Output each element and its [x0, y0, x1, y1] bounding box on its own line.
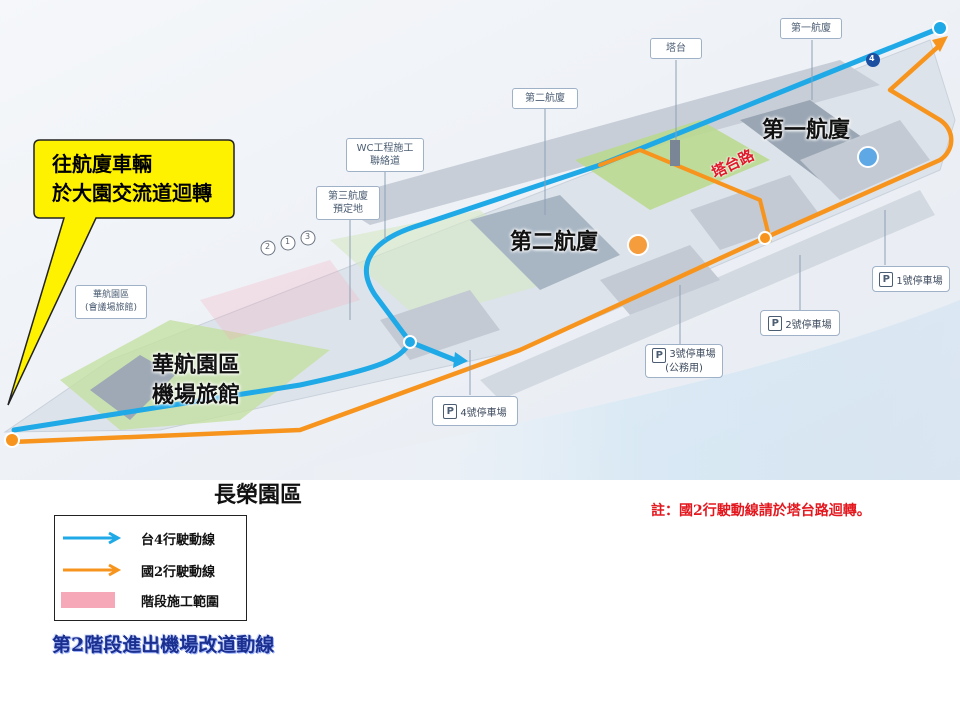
- terminal3-sign-line2: 預定地: [333, 204, 363, 215]
- ca-park-line2: 機場旅館: [152, 382, 241, 408]
- parking-2-label: 2號停車場: [785, 319, 832, 331]
- route-note: 註：國2行駛動線請於塔台路迴轉。: [651, 503, 871, 519]
- tower-icon: [670, 140, 680, 166]
- legend-construction-box: [61, 592, 115, 608]
- ca-hotel-building: [90, 355, 175, 420]
- terminal2-building: [470, 195, 620, 290]
- wc-sign-line2: 聯絡道: [370, 156, 400, 167]
- callout-text: 往航廈車輛 於大園交流道迴轉: [52, 150, 232, 208]
- highway-mark-2-icon: [260, 240, 276, 256]
- route-n2-node-tower: [758, 231, 772, 245]
- highway-mark-3-icon: [300, 230, 316, 246]
- terminal3-sign: 第三航廈 預定地: [316, 186, 380, 220]
- parking-1-sign: P 1號停車場: [872, 266, 950, 292]
- route-t4-mainline: [11, 339, 413, 433]
- legend-swatch-n2: [61, 563, 127, 577]
- parking-2-sign: P 2號停車場: [760, 310, 840, 336]
- legend-label-n2: 國2行駛動線: [141, 564, 216, 580]
- callout-line2: 於大園交流道迴轉: [52, 181, 212, 205]
- ca-park-line1: 華航園區: [152, 352, 241, 378]
- parking-icon: P: [768, 315, 783, 331]
- highway-mark-3: 3: [305, 232, 311, 241]
- highway-mark-1: 1: [285, 237, 291, 246]
- terminal1-label: 第一航廈: [762, 117, 851, 143]
- legend-label-t4: 台4行駛動線: [141, 532, 216, 548]
- background-wave: [300, 300, 960, 480]
- route-n2-arrowhead: [932, 36, 948, 52]
- construction-area: [200, 260, 360, 340]
- legend-swatch-construction: [61, 592, 127, 608]
- parking-icon: P: [652, 347, 667, 363]
- parking-4-label: 4號停車場: [460, 407, 507, 419]
- parking-3-sign: P 3號停車場 (公務用): [645, 344, 723, 378]
- tower-sign: 塔台: [650, 38, 702, 59]
- evergreen-label: 長榮園區: [214, 482, 303, 508]
- terminal2-label: 第二航廈: [510, 229, 599, 255]
- callout-line1: 往航廈車輛: [52, 152, 152, 176]
- route-t4-node-top: [932, 20, 948, 36]
- legend-item-t4: 台4行駛動線: [61, 526, 215, 550]
- terminal1-pin-icon: [857, 146, 879, 168]
- legend-swatch-t4: [61, 531, 127, 545]
- wc-sign: WC工程施工 聯絡道: [346, 138, 424, 172]
- route-shield-icon: [866, 53, 880, 67]
- route-n2-node-left: [4, 432, 20, 448]
- parking-icon: P: [443, 403, 458, 419]
- terminal2-pin-icon: [627, 234, 649, 256]
- route-t4-arrowhead: [453, 352, 468, 368]
- callout-bubble: [7, 139, 235, 406]
- wc-sign-line1: WC工程施工: [356, 143, 414, 154]
- route-shield-label: 4: [869, 54, 875, 63]
- terminal-building-row: [330, 60, 880, 225]
- ca-small-sign-line2: (會議場旅館): [84, 303, 138, 313]
- phase-title: 第2階段進出機場改道動線: [52, 634, 275, 656]
- terminal3-sign-line1: 第三航廈: [328, 191, 368, 202]
- sign-leader-lines: [349, 40, 886, 395]
- terminal-building-row-lower: [480, 190, 935, 400]
- highway-mark-1-icon: [280, 235, 296, 251]
- parking-lot-2: [690, 175, 820, 250]
- route-t4-line: [363, 25, 943, 363]
- route-t4-node-mid: [403, 335, 417, 349]
- route-n2-line: [9, 42, 954, 445]
- terminal2-sign: 第二航廈: [512, 88, 578, 109]
- ca-small-sign-line1: 華航園區: [92, 290, 129, 300]
- terminal1-sign: 第一航廈: [780, 18, 842, 39]
- route-n2-tower-loop: [598, 148, 772, 242]
- parking-3-label: 3號停車場: [669, 349, 716, 360]
- legend-arrow-n2-icon: [63, 563, 122, 577]
- ca-small-sign: 華航園區 (會議場旅館): [75, 285, 147, 319]
- parking-icon: P: [879, 271, 894, 287]
- legend-arrow-t4-icon: [63, 531, 122, 545]
- legend: 台4行駛動線 國2行駛動線 階段施工範圍: [54, 515, 247, 621]
- parking-1-label: 1號停車場: [896, 275, 943, 287]
- legend-label-construction: 階段施工範圍: [141, 594, 220, 610]
- legend-item-construction: 階段施工範圍: [61, 588, 219, 612]
- highway-mark-2: 2: [265, 242, 271, 251]
- parking-3-sublabel: (公務用): [665, 362, 703, 374]
- legend-item-n2: 國2行駛動線: [61, 558, 215, 582]
- parking-4-sign: P 4號停車場: [432, 396, 518, 426]
- ca-park-label: 華航園區 機場旅館: [152, 350, 240, 410]
